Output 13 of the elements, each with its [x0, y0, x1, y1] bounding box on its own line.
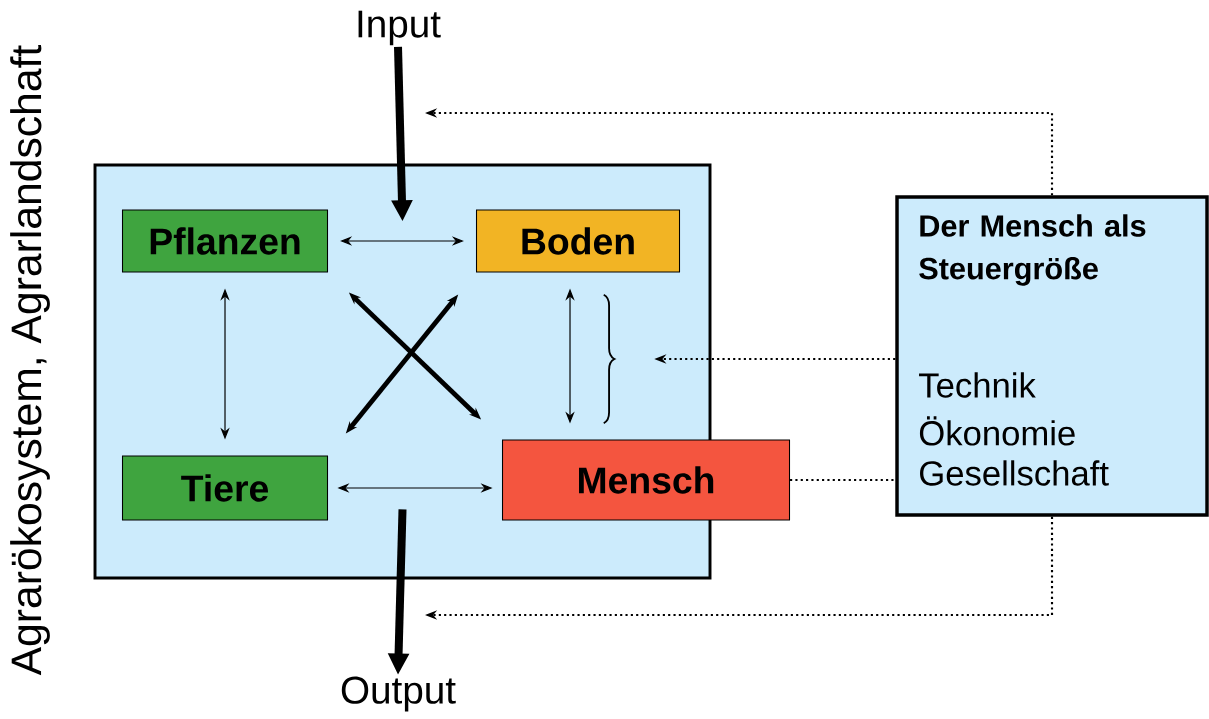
- process-box: Mensch: [501, 439, 791, 521]
- connector-line: [790, 478, 896, 482]
- flow-label: Output: [341, 676, 456, 712]
- box-heading: Der Mensch als Steuergröße: [919, 214, 1146, 286]
- list-item: Technik: [919, 372, 1036, 398]
- side-label: Agrarökosystem, Agrarlandschaft: [10, 45, 50, 676]
- flow-label: Input: [358, 10, 441, 46]
- list-item: Gesellschaft: [920, 460, 1109, 486]
- process-box: Tiere: [121, 455, 329, 521]
- process-box: Pflanzen: [121, 209, 329, 273]
- process-box: Boden: [475, 209, 681, 273]
- list-item: Ökonomie: [919, 416, 1075, 446]
- curly-brace: [602, 293, 616, 425]
